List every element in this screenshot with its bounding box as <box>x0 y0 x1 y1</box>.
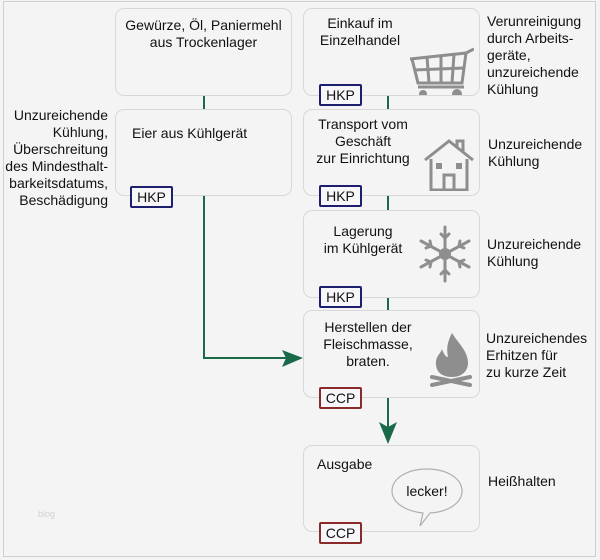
hkp-badge: HKP <box>130 186 173 208</box>
ccp-badge: CCP <box>319 387 362 409</box>
hkp-badge: HKP <box>319 286 362 308</box>
step-dry-storage: Gewürze, Öl, Paniermehl aus Trockenlager <box>115 8 292 96</box>
speech-bubble-icon <box>391 468 463 527</box>
hazard-eggs: Unzureichende Kühlung, Überschreitung de… <box>5 107 108 208</box>
step-title: Ausgabe <box>317 456 373 472</box>
step-cold-storage: Lagerung im Kühlgerät <box>303 210 480 298</box>
hazard-serving: Heißhalten <box>488 473 556 489</box>
step-title: Lagerung im Kühlgerät <box>323 223 403 256</box>
hazard-retail: Verunreinigung durch Arbeits- geräte, un… <box>487 13 582 97</box>
step-title: Einkauf im Einzelhandel <box>319 15 401 48</box>
house-icon <box>424 139 474 191</box>
step-eggs: Eier aus Kühlgerät <box>115 109 292 196</box>
diagram-frame <box>3 1 596 557</box>
snowflake-icon <box>419 225 471 283</box>
step-title: Eier aus Kühlgerät <box>132 125 248 141</box>
step-title: Transport vom Geschäft zur Einrichtung <box>316 116 410 166</box>
step-title: Gewürze, Öl, Paniermehl aus Trockenlager <box>125 17 282 50</box>
step-title: Herstellen der Fleischmasse, braten. <box>323 319 413 369</box>
hazard-cooking: Unzureichendes Erhitzen für zu kurze Zei… <box>486 330 588 380</box>
shopping-cart-icon <box>409 47 474 95</box>
step-serving: Ausgabe lecker! <box>303 445 480 532</box>
step-cooking: Herstellen der Fleischmasse, braten. <box>303 310 480 398</box>
step-retail-purchase: Einkauf im Einzelhandel <box>303 8 480 96</box>
arrowhead-down <box>379 422 397 444</box>
connector-right-1 <box>387 96 389 109</box>
hkp-badge: HKP <box>319 84 362 106</box>
step-transport: Transport vom Geschäft zur Einrichtung <box>303 109 480 196</box>
speech-bubble-text: lecker! <box>406 483 448 499</box>
connector-right-3 <box>387 298 389 310</box>
arrow-eggs-to-cooking <box>203 196 292 359</box>
hkp-badge: HKP <box>319 185 362 207</box>
arrowhead-right <box>282 350 303 367</box>
campfire-icon <box>430 333 472 387</box>
hazard-cold-storage: Unzureichende Kühlung <box>487 236 582 269</box>
ccp-badge: CCP <box>319 522 362 544</box>
hazard-transport: Unzureichende Kühlung <box>488 136 583 169</box>
watermark: blog <box>38 509 56 519</box>
connector-left-1 <box>203 96 205 109</box>
connector-right-2 <box>387 196 389 210</box>
